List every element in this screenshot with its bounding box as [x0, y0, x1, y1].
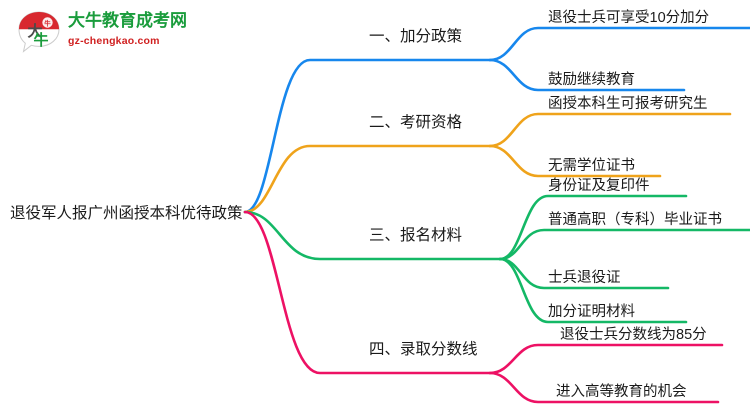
leaf-node-3-3-label: 士兵退役证	[548, 270, 621, 286]
leaf-node-4-1-label: 退役士兵分数线为85分	[560, 327, 707, 343]
leaf-node-2-1[interactable]: 函授本科生可报考研究生	[548, 94, 708, 114]
branch-connector-1	[243, 26, 750, 214]
svg-text:大: 大	[27, 22, 42, 40]
logo-mark-icon: 牛 大 牛	[18, 11, 60, 53]
leaf-node-3-4[interactable]: 加分证明材料	[548, 302, 635, 322]
root-node[interactable]: 退役军人报广州函授本科优待政策	[10, 200, 243, 224]
branch-node-2-label: 二、考研资格	[369, 114, 463, 131]
svg-text:牛: 牛	[33, 31, 48, 49]
leaf-node-2-1-label: 函授本科生可报考研究生	[548, 96, 708, 112]
leaf-node-1-1[interactable]: 退役士兵可享受10分加分	[548, 8, 709, 28]
leaf-node-1-1-label: 退役士兵可享受10分加分	[548, 10, 710, 26]
leaf-node-4-2[interactable]: 进入高等教育的机会	[556, 382, 687, 402]
branch-connector-4	[243, 210, 724, 404]
leaf-node-4-1[interactable]: 退役士兵分数线为85分	[560, 325, 707, 345]
logo-domain: gz-chengkao.com	[68, 35, 160, 47]
svg-text:牛: 牛	[44, 18, 51, 27]
branch-connector-2	[243, 112, 732, 214]
root-node-label: 退役军人报广州函授本科优待政策	[10, 205, 243, 222]
leaf-node-3-4-label: 加分证明材料	[548, 304, 635, 320]
branch-node-3[interactable]: 三、报名材料	[369, 226, 462, 246]
branch-node-3-label: 三、报名材料	[369, 227, 463, 244]
site-logo: 牛 大 牛 大牛教育成考网 gz-chengkao.com	[16, 8, 206, 56]
branch-node-1[interactable]: 一、加分政策	[369, 27, 462, 47]
leaf-node-2-2[interactable]: 无需学位证书	[548, 156, 635, 176]
leaf-node-3-2-label: 普通高职（专科）毕业证书	[548, 212, 722, 228]
leaf-node-3-1-label: 身份证及复印件	[548, 178, 650, 194]
leaf-node-2-2-label: 无需学位证书	[548, 158, 635, 174]
branch-node-2[interactable]: 二、考研资格	[369, 113, 462, 133]
leaf-node-3-1[interactable]: 身份证及复印件	[548, 176, 650, 196]
branch-node-4[interactable]: 四、录取分数线	[369, 340, 478, 360]
logo-text-group: 大牛教育成考网 gz-chengkao.com	[68, 11, 208, 48]
logo-title: 大牛教育成考网	[68, 11, 187, 30]
branch-node-4-label: 四、录取分数线	[369, 341, 478, 358]
leaf-node-4-2-label: 进入高等教育的机会	[556, 384, 687, 400]
leaf-node-3-2[interactable]: 普通高职（专科）毕业证书	[548, 210, 722, 230]
leaf-node-1-2-label: 鼓励继续教育	[548, 72, 635, 88]
leaf-node-3-3[interactable]: 士兵退役证	[548, 268, 621, 288]
branch-node-1-label: 一、加分政策	[369, 28, 463, 45]
leaf-node-1-2[interactable]: 鼓励继续教育	[548, 70, 635, 90]
